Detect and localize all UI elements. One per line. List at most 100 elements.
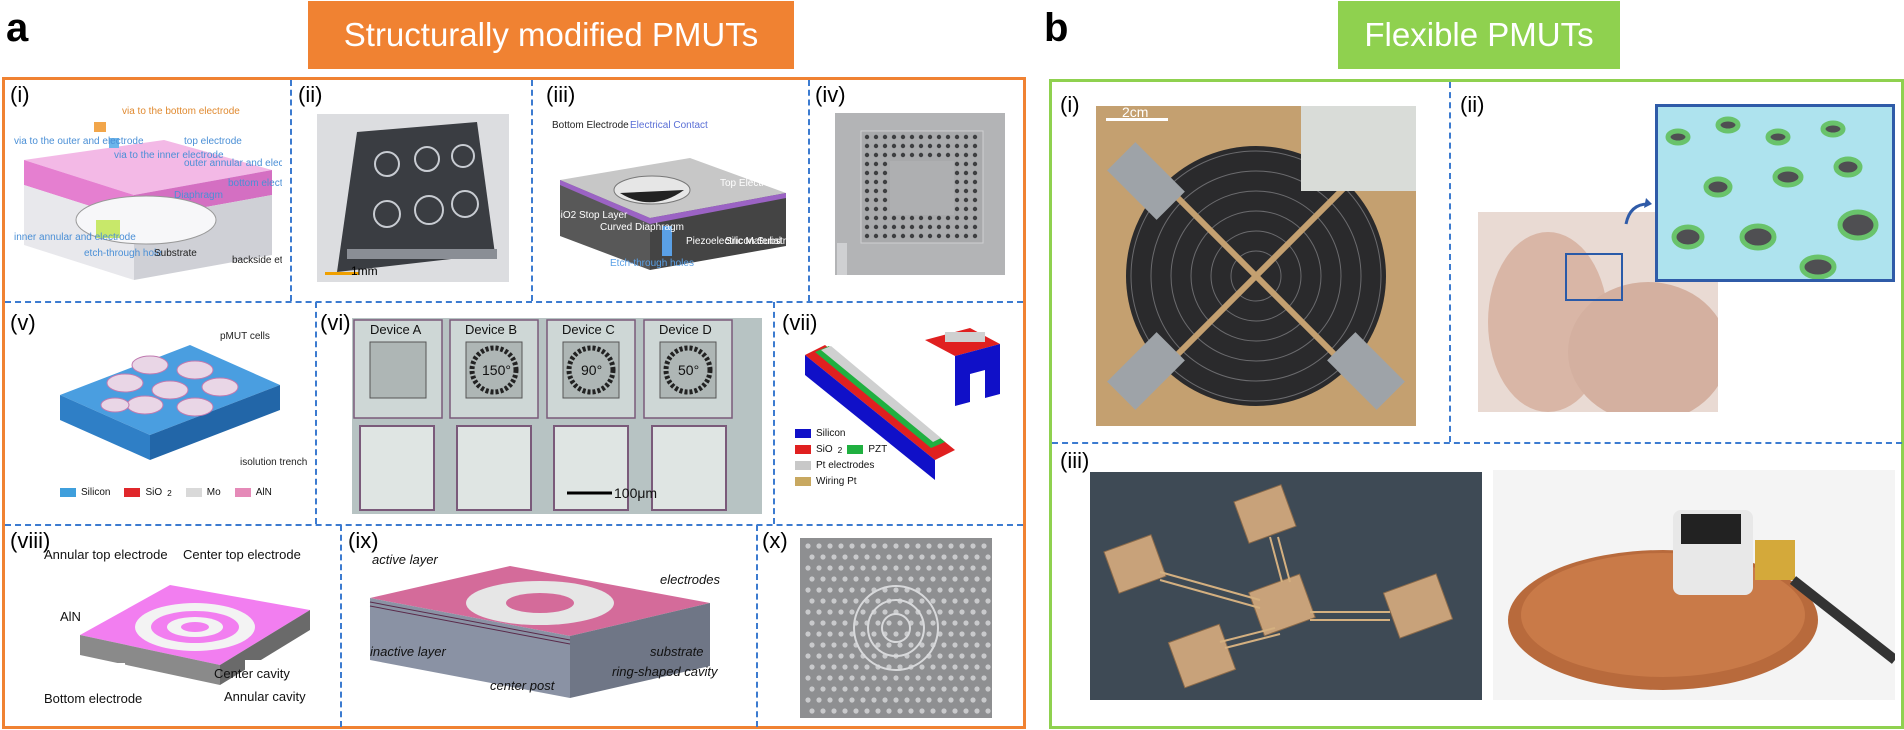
a-v-note: pMUT cells [220, 331, 270, 342]
sem-dot [853, 598, 859, 604]
sem-dot [827, 653, 833, 659]
sem-hole [873, 206, 879, 212]
sem-dot [915, 543, 921, 549]
sem-hole [873, 188, 879, 194]
sem-dot [875, 620, 881, 626]
sem-dot [963, 554, 969, 560]
sem-dot [897, 686, 903, 692]
legend-label: AlN [255, 487, 272, 498]
sem-dot [805, 543, 811, 549]
sem-dot [893, 697, 899, 703]
sem-hole [900, 215, 906, 221]
sem-dot [816, 543, 822, 549]
sem-dot [952, 642, 958, 648]
a-ix-note: substrate [650, 644, 704, 659]
sem-hole [891, 143, 897, 149]
sem-dot [864, 554, 870, 560]
divider [756, 525, 758, 727]
sem-hole [864, 152, 870, 158]
sem-hole [873, 143, 879, 149]
sem-dot [875, 598, 881, 604]
sem-dot [849, 697, 855, 703]
panel-label-a-viii: (viii) [10, 528, 51, 553]
sem-dot [827, 543, 833, 549]
sem-dot [915, 631, 921, 637]
sem-dot [816, 565, 822, 571]
a-iii-note: Etch-through holes [610, 258, 694, 269]
sem-hole [954, 188, 960, 194]
sem-dot [981, 631, 987, 637]
b-iii-cross-array-photo [1090, 472, 1482, 700]
sem-hole [972, 215, 978, 221]
sem-hole [873, 179, 879, 185]
sem-dot [959, 653, 965, 659]
sem-dot [816, 653, 822, 659]
sem-dot [893, 675, 899, 681]
sem-dot [816, 587, 822, 593]
sem-hole [963, 179, 969, 185]
sem-dot [941, 620, 947, 626]
sem-dot [959, 697, 965, 703]
sem-hole [936, 233, 942, 239]
sem-dot [959, 565, 965, 571]
a-iii-note: Bottom Electrode [552, 120, 629, 131]
panel-letter-a: a [6, 6, 29, 50]
sem-dot [985, 664, 991, 670]
sem-hole [882, 188, 888, 194]
sem-dot [974, 708, 980, 714]
sem-dot [959, 631, 965, 637]
sem-dot [849, 653, 855, 659]
sem-dot [838, 631, 844, 637]
sem-dot [915, 697, 921, 703]
sem-dot [853, 554, 859, 560]
sem-dot [908, 686, 914, 692]
sem-dot [805, 675, 811, 681]
a-ix-note: center post [490, 678, 555, 693]
sem-hole [873, 161, 879, 167]
legend-subscript: 2 [167, 487, 172, 498]
legend-item: Mo [185, 487, 221, 498]
sem-dot [886, 576, 892, 582]
sem-dot [820, 554, 826, 560]
sem-dot [853, 664, 859, 670]
sem-dot [981, 565, 987, 571]
sem-dot [860, 697, 866, 703]
sem-dot [831, 620, 837, 626]
sem-dot [827, 675, 833, 681]
sem-dot [948, 587, 954, 593]
b-ii-zoom-inset [1655, 104, 1895, 282]
sem-hole [873, 152, 879, 158]
a-iii-note: Curved Diaphragm [600, 222, 684, 233]
sem-dot [875, 642, 881, 648]
sem-dot [875, 686, 881, 692]
sem-dot [985, 708, 991, 714]
legend-label: Silicon [81, 487, 111, 498]
sem-dot [919, 686, 925, 692]
sem-dot [926, 675, 932, 681]
sem-dot [937, 609, 943, 615]
sem-dot [882, 697, 888, 703]
sem-hole [900, 134, 906, 140]
sem-hole [945, 143, 951, 149]
sem-dot [948, 609, 954, 615]
sem-dot [871, 675, 877, 681]
divider [1449, 82, 1451, 442]
a-vi-device-micrograph: Device A Device B Device C Device D 150°… [352, 318, 762, 514]
sem-dot [930, 664, 936, 670]
sem-dot [820, 708, 826, 714]
sem-dot [915, 653, 921, 659]
sem-hole [864, 161, 870, 167]
sem-dot [805, 631, 811, 637]
sem-dot [948, 653, 954, 659]
panel-label-a-vii: (vii) [782, 310, 818, 335]
divider [290, 80, 292, 301]
a-iii-note: SiO2 Stop Layer [554, 210, 628, 221]
sem-hole [909, 152, 915, 158]
sem-dot [904, 565, 910, 571]
sem-dot [974, 576, 980, 582]
a-iii-curved-diaphragm: Bottom Electrode Electrical Contact Top … [550, 118, 790, 278]
sem-hole [900, 233, 906, 239]
sem-hole [864, 224, 870, 230]
sem-dot [838, 565, 844, 571]
sem-hole [873, 170, 879, 176]
